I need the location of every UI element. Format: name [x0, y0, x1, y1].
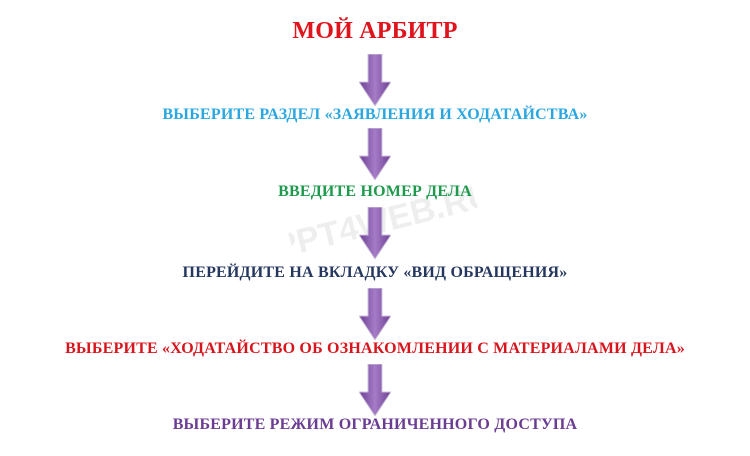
- step-1-select-section: ВЫБЕРИТЕ РАЗДЕЛ «ЗАЯВЛЕНИЯ И ХОДАТАЙСТВА…: [162, 106, 588, 123]
- down-arrow-icon: [359, 364, 391, 416]
- step-3-open-tab: ПЕРЕЙДИТЕ НА ВКЛАДКУ «ВИД ОБРАЩЕНИЯ»: [182, 264, 568, 281]
- step-4-select-petition: ВЫБЕРИТЕ «ХОДАТАЙСТВО ОБ ОЗНАКОМЛЕНИИ С …: [65, 340, 685, 357]
- down-arrow-icon: [359, 128, 391, 180]
- step-2-enter-case-number: ВВЕДИТЕ НОМЕР ДЕЛА: [278, 183, 472, 200]
- flow-title: МОЙ АРБИТР: [292, 18, 458, 44]
- down-arrow-icon: [359, 288, 391, 340]
- down-arrow-icon: [359, 207, 391, 259]
- step-5-select-access-mode: ВЫБЕРИТЕ РЕЖИМ ОГРАНИЧЕННОГО ДОСТУПА: [172, 416, 578, 433]
- down-arrow-icon: [359, 54, 391, 106]
